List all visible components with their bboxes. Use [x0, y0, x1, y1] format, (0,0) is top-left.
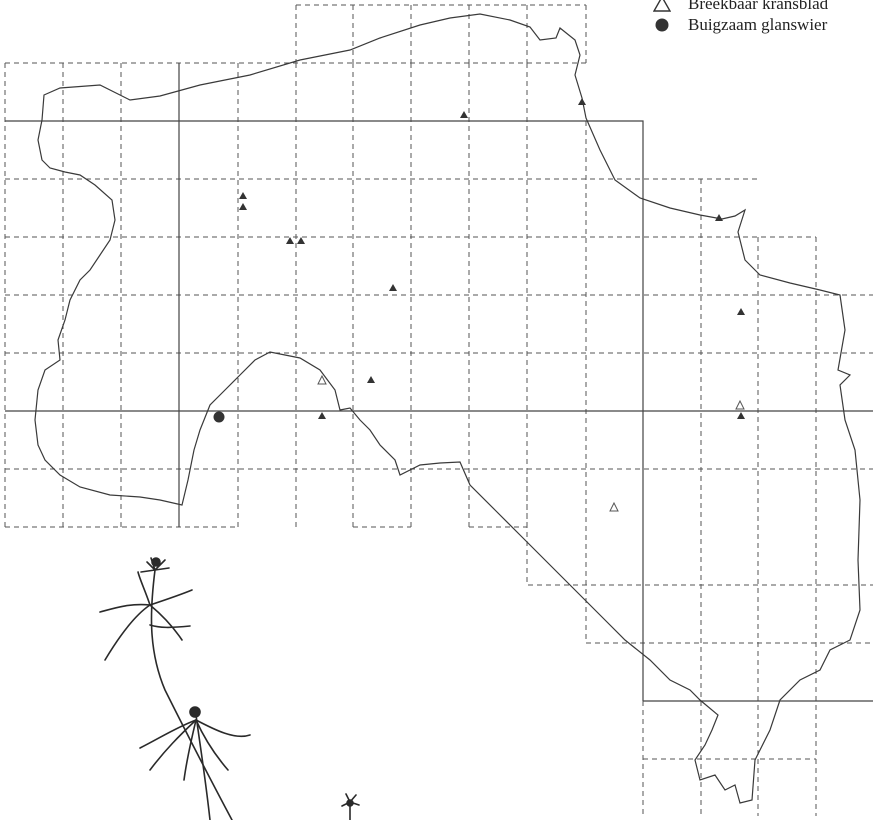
filled-triangle-icon: [367, 376, 375, 383]
open-triangle-icon: [636, 0, 688, 12]
filled-circle-icon: [213, 411, 225, 423]
filled-circle-icon: [636, 17, 688, 33]
filled-triangle-markers: [239, 98, 745, 419]
legend-item: Breekbaar kransblad: [636, 0, 873, 14]
open-triangle-icon: [317, 374, 327, 385]
open-triangle-icon: [735, 399, 745, 410]
legend-label: Breekbaar kransblad: [688, 0, 829, 13]
filled-triangle-icon: [239, 203, 247, 210]
plant-illustration: [99, 557, 360, 820]
legend-label: Buigzaam glanswier: [688, 14, 828, 34]
legend: Breekbaar kransblad Buigzaam glanswier: [636, 0, 873, 35]
open-triangle-markers: [317, 374, 745, 512]
filled-triangle-icon: [578, 98, 586, 105]
filled-triangle-icon: [460, 111, 468, 118]
filled-triangle-icon: [715, 214, 723, 221]
open-triangle-icon: [609, 501, 619, 512]
filled-triangle-icon: [389, 284, 397, 291]
filled-triangle-icon: [737, 412, 745, 419]
filled-triangle-icon: [297, 237, 305, 244]
filled-triangle-icon: [737, 308, 745, 315]
province-outline: [34, 13, 861, 804]
solid-grid: [5, 63, 873, 702]
filled-triangle-icon: [239, 192, 247, 199]
filled-triangle-icon: [318, 412, 326, 419]
legend-item: Buigzaam glanswier: [636, 14, 873, 35]
filled-triangle-icon: [286, 237, 294, 244]
